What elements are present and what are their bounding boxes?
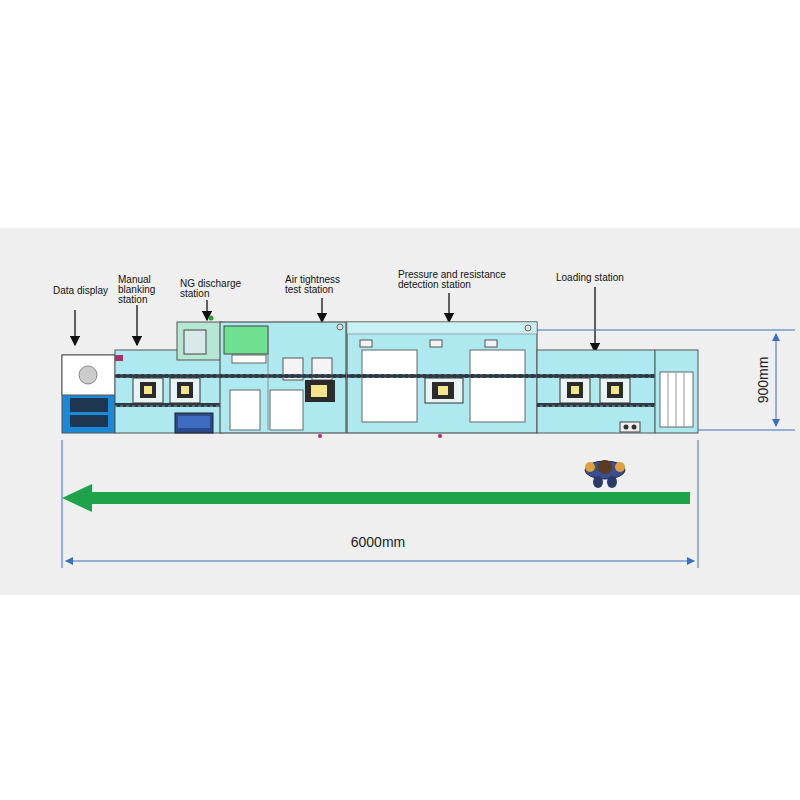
callout-label: Pressure and resistance detection statio… xyxy=(398,270,523,290)
callout-label: Manual blanking station xyxy=(118,275,164,305)
dimension-label: 900mm xyxy=(755,355,771,406)
dimension-label: 6000mm xyxy=(349,534,407,550)
callout-label: NG discharge station xyxy=(180,279,250,299)
callout-label: Air tightness test station xyxy=(285,275,355,295)
callout-label: Loading station xyxy=(556,273,636,283)
callout-label: Data display xyxy=(53,286,123,296)
